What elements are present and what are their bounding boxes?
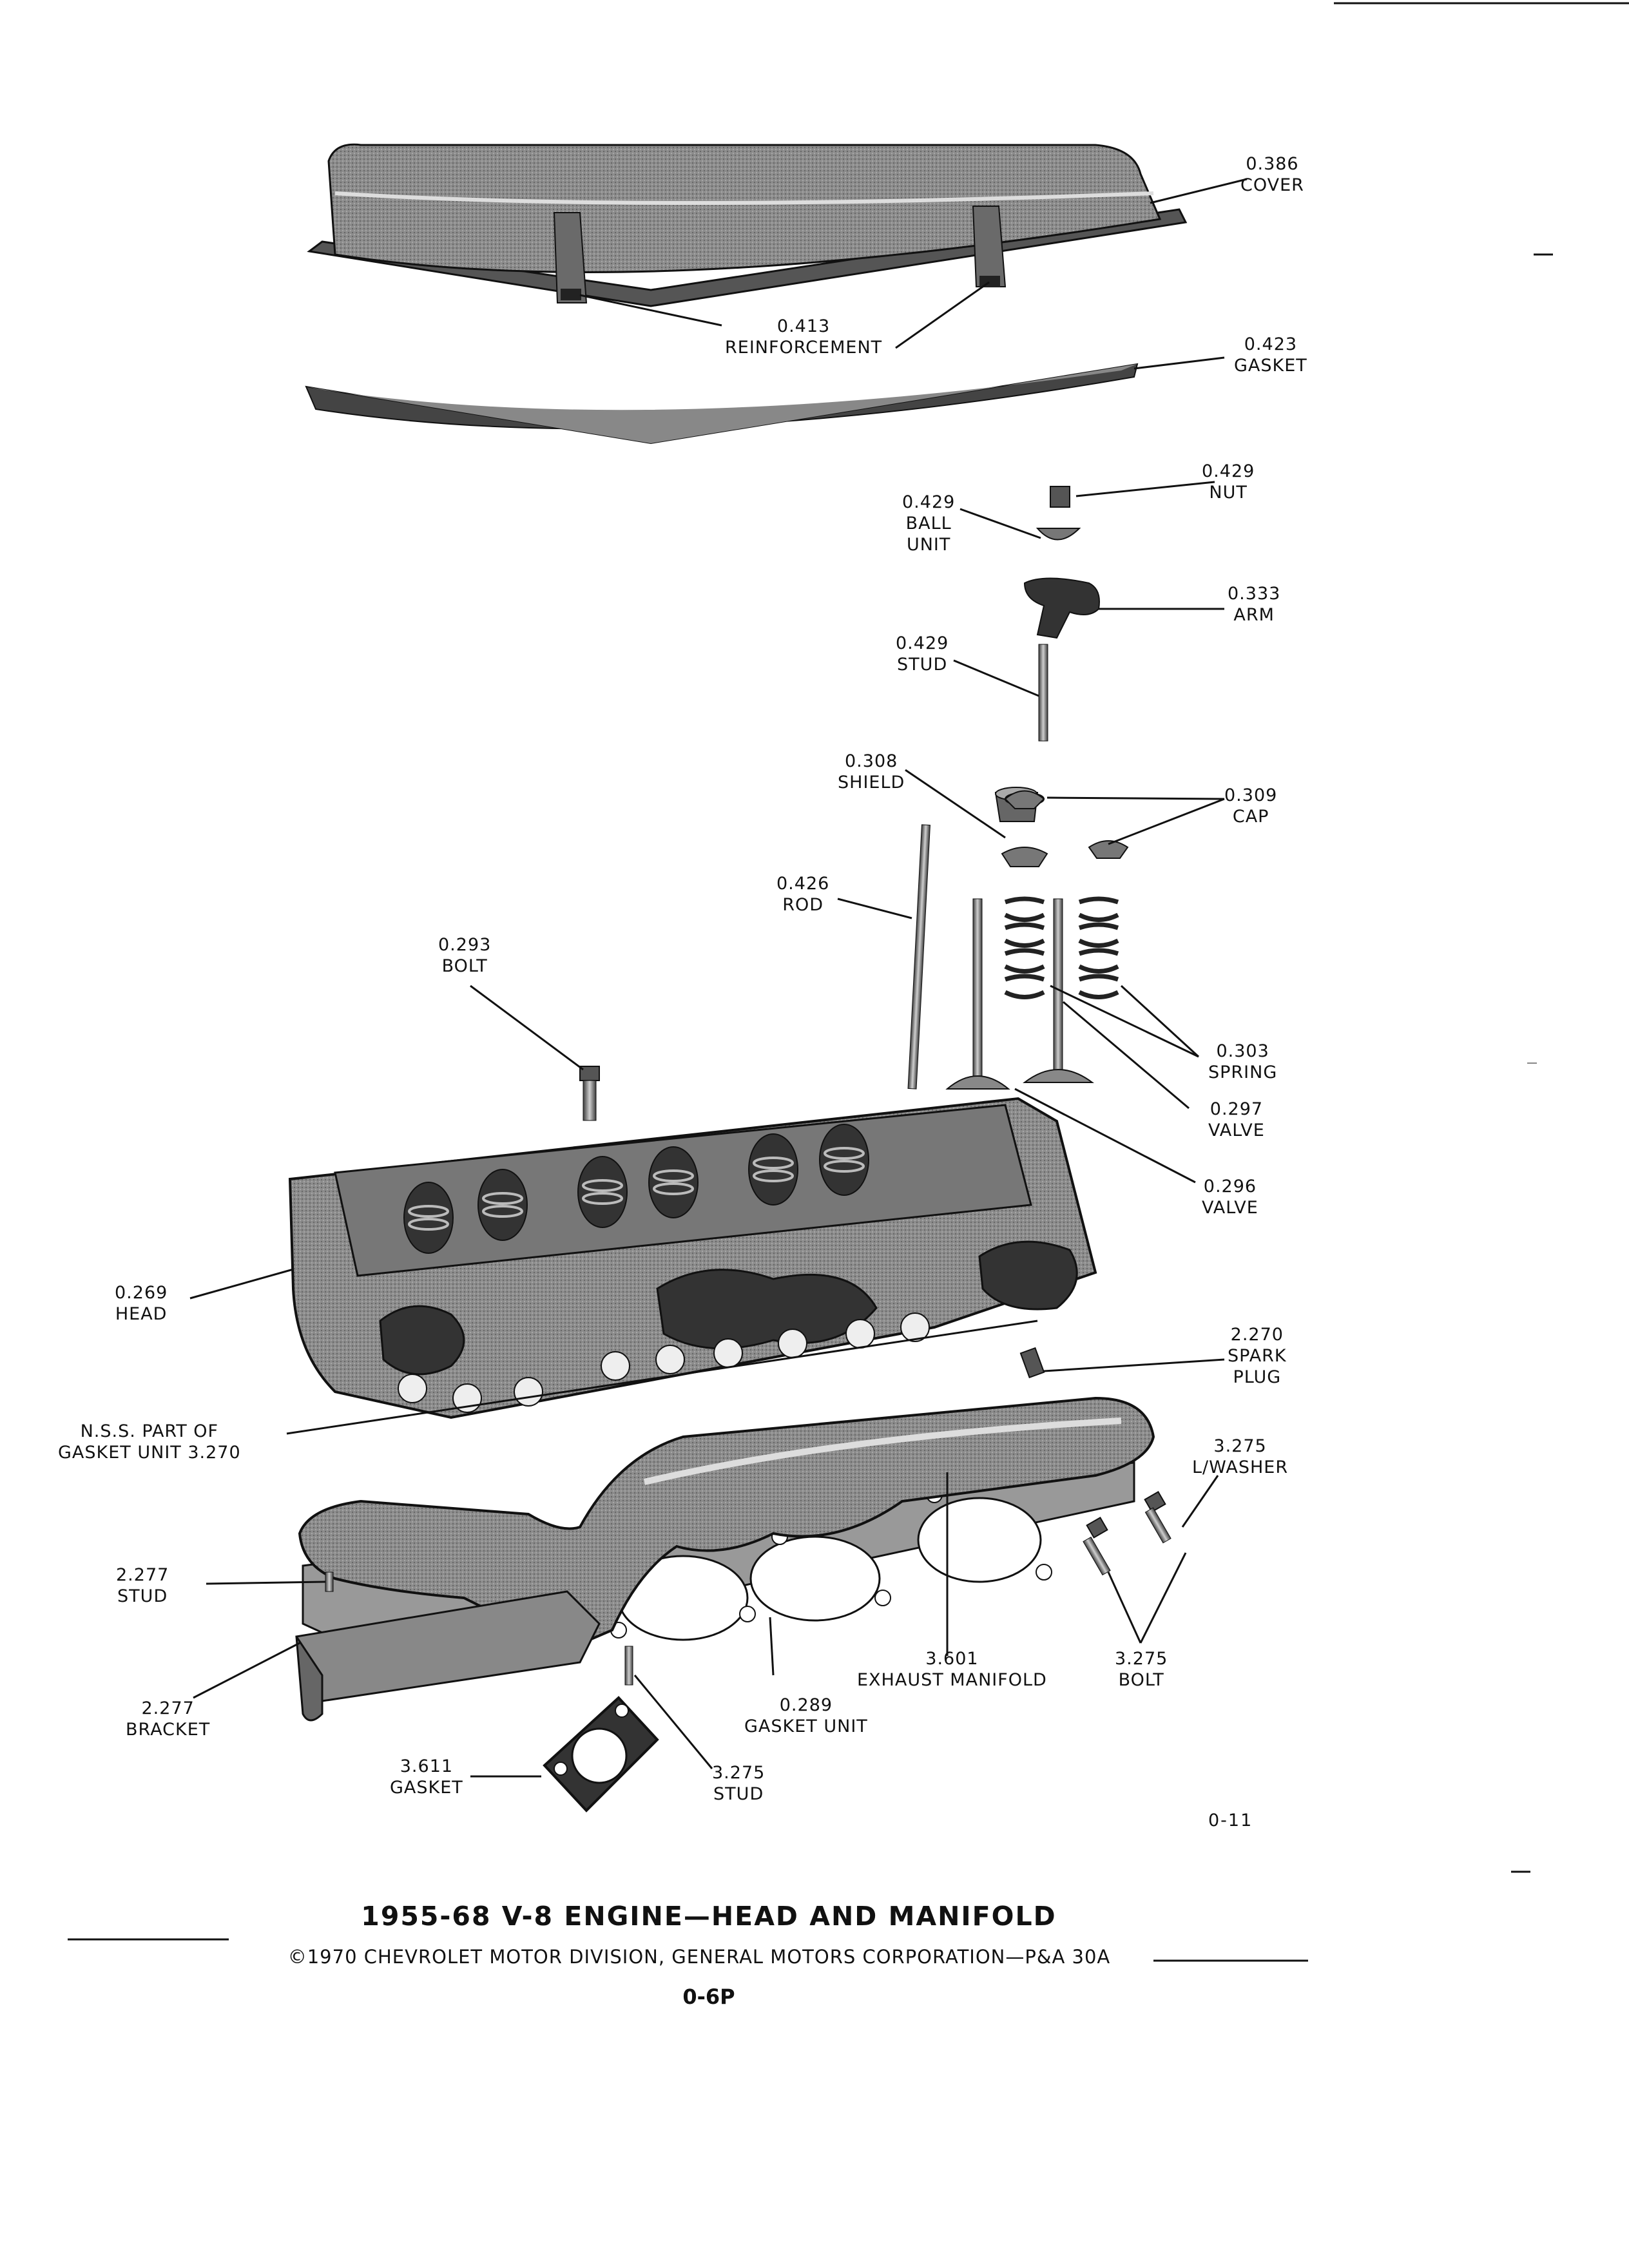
part-number: 3.601 (925, 1649, 979, 1669)
part-number: 0.289 (779, 1695, 833, 1715)
manifold-bracket (295, 1590, 601, 1722)
label-gasket-unit: 0.289 GASKET UNIT (744, 1695, 868, 1737)
part-number: 0.413 (776, 316, 831, 336)
part-name: STUD (897, 655, 948, 675)
cover-gasket (305, 363, 1139, 445)
label-rod: 0.426 ROD (776, 873, 829, 916)
figure-number: 0-11 (1208, 1811, 1253, 1831)
copyright-line: ©1970 CHEVROLET MOTOR DIVISION, GENERAL … (287, 1946, 1111, 1968)
label-spark-plug: 2.270 SPARK PLUG (1228, 1324, 1287, 1388)
part-name: GASKET UNIT (744, 1716, 868, 1736)
part-number: 3.275 (1115, 1649, 1168, 1669)
label-exhaust-manifold: 3.601 EXHAUST MANIFOLD (857, 1648, 1047, 1691)
label-bracket: 2.277 BRACKET (126, 1698, 210, 1740)
label-head: 0.269 HEAD (115, 1282, 168, 1325)
label-nss-note: N.S.S. PART OF GASKET UNIT 3.270 (58, 1421, 241, 1463)
label-ball-unit: 0.429 BALL UNIT (902, 492, 955, 555)
label-bolt-head: 0.293 BOLT (438, 934, 491, 977)
part-number: 0.308 (845, 751, 898, 771)
rocker-parts (1023, 486, 1100, 742)
label-valve-297: 0.297 VALVE (1208, 1099, 1265, 1141)
label-cap: 0.309 CAP (1224, 785, 1277, 827)
footer-rules (68, 1938, 1308, 1962)
label-reinforcement: 0.413 REINFORCEMENT (725, 316, 882, 358)
label-arm: 0.333 ARM (1228, 583, 1280, 626)
page-title: 1955-68 V-8 ENGINE—HEAD AND MANIFOLD (361, 1901, 1057, 1932)
part-number: 0.423 (1244, 334, 1298, 354)
part-number: 2.277 (141, 1698, 195, 1718)
part-name: GASKET (1234, 356, 1307, 376)
part-name: CAP (1232, 807, 1269, 827)
part-name: BOLT (441, 956, 488, 976)
part-name: VALVE (1202, 1198, 1258, 1218)
part-name: REINFORCEMENT (725, 338, 883, 358)
part-number: 3.275 (1213, 1436, 1267, 1456)
label-gasket-611: 3.611 GASKET (390, 1756, 463, 1798)
label-shield: 0.308 SHIELD (838, 751, 905, 793)
part-name: BOLT (1118, 1670, 1164, 1690)
label-valve-296: 0.296 VALVE (1202, 1176, 1258, 1218)
part-number: 0.269 (115, 1283, 168, 1303)
label-nut: 0.429 NUT (1202, 461, 1255, 503)
part-name: ARM (1233, 605, 1275, 625)
part-number: 2.277 (116, 1565, 169, 1585)
part-number: 0.429 (1202, 461, 1255, 481)
part-name: NUT (1209, 483, 1248, 503)
label-cover: 0.386 COVER (1240, 153, 1304, 196)
part-name: STUD (713, 1784, 764, 1804)
part-number: 0.429 (896, 633, 949, 653)
part-name: EXHAUST MANIFOLD (857, 1670, 1047, 1690)
part-name: SPRING (1208, 1062, 1278, 1082)
part-name: GASKET (390, 1778, 463, 1798)
valve-cover (307, 143, 1188, 307)
exhaust-manifold (298, 1396, 1155, 1651)
part-number: 3.275 (712, 1763, 766, 1783)
part-number: 0.309 (1224, 785, 1278, 805)
spark-plug (1019, 1347, 1045, 1379)
part-name-line2: PLUG (1233, 1367, 1282, 1387)
part-number: 0.429 (902, 492, 956, 512)
note-line2: GASKET UNIT 3.270 (58, 1443, 241, 1463)
push-rod (907, 824, 930, 1090)
shield-and-caps (994, 787, 1129, 867)
valve-springs (1004, 896, 1119, 999)
part-name-line2: UNIT (906, 535, 951, 555)
note-line1: N.S.S. PART OF (80, 1421, 219, 1441)
cylinder-head (288, 1097, 1097, 1419)
part-number: 0.303 (1216, 1041, 1269, 1061)
part-number: 0.333 (1228, 584, 1281, 604)
part-number: 0.293 (438, 935, 492, 955)
part-number: 3.611 (400, 1756, 454, 1776)
part-name: STUD (117, 1586, 168, 1606)
label-bolt-manifold: 3.275 BOLT (1115, 1648, 1168, 1691)
leader-lines (189, 178, 1248, 1778)
label-stud-227: 2.277 STUD (116, 1564, 169, 1607)
label-stud-275: 3.275 STUD (712, 1762, 765, 1805)
label-gasket-cover: 0.423 GASKET (1234, 334, 1307, 376)
part-name: SHIELD (838, 773, 905, 793)
part-name-line1: BALL (905, 514, 952, 533)
valves (945, 898, 1094, 1090)
part-name: L/WASHER (1192, 1457, 1289, 1477)
part-name: VALVE (1208, 1120, 1265, 1140)
page-number: 0-6P (682, 1984, 735, 2009)
part-number: 0.296 (1203, 1177, 1257, 1196)
part-number: 2.270 (1230, 1325, 1284, 1345)
part-name: HEAD (115, 1304, 168, 1324)
label-stud-rocker: 0.429 STUD (896, 633, 949, 675)
part-name: COVER (1240, 175, 1304, 195)
page-edge-marks (1334, 2, 1629, 1873)
part-number: 0.386 (1246, 154, 1299, 174)
part-number: 0.426 (776, 874, 830, 894)
part-number: 0.297 (1210, 1099, 1264, 1119)
manifold-fasteners (325, 1490, 1171, 1686)
part-name-line1: SPARK (1228, 1346, 1287, 1366)
head-bolt (579, 1066, 600, 1121)
label-l-washer: 3.275 L/WASHER (1192, 1436, 1288, 1478)
flange-gasket (543, 1696, 659, 1812)
part-name: BRACKET (126, 1720, 211, 1740)
part-name: ROD (782, 895, 824, 915)
label-spring: 0.303 SPRING (1208, 1041, 1277, 1083)
